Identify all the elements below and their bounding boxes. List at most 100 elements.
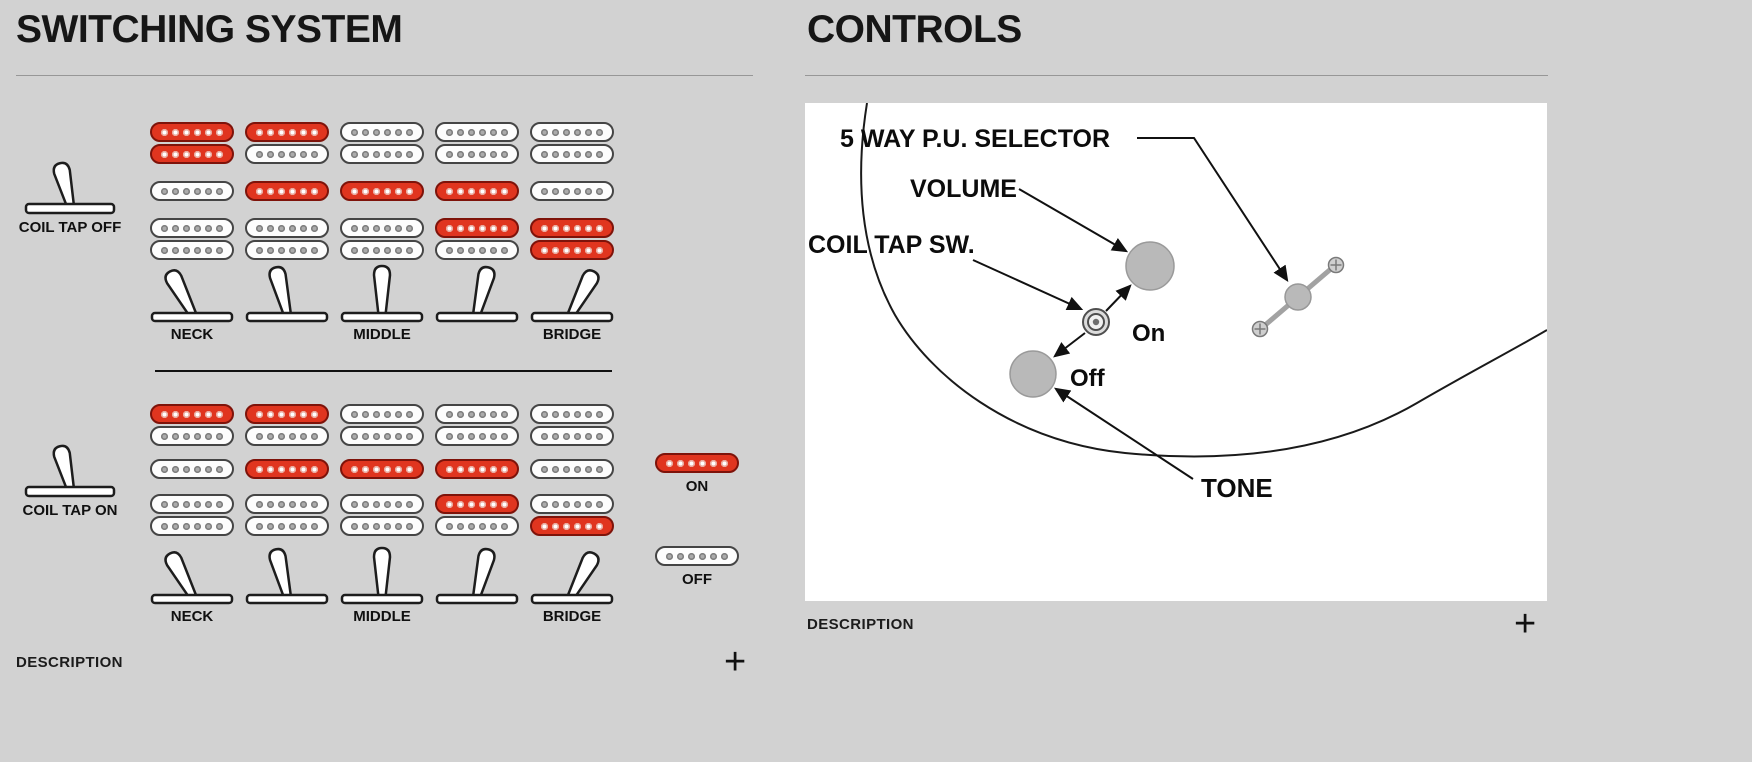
humbucker-pickup-neck (340, 404, 424, 446)
pole-piece-dot (490, 522, 497, 530)
pole-piece-dot (501, 150, 508, 158)
pole-piece-dot (172, 432, 179, 440)
pole-piece-dot (183, 187, 190, 195)
pole-piece-dot (446, 150, 453, 158)
pole-piece-dot (585, 465, 592, 473)
pole-piece-dot (468, 224, 475, 232)
pole-piece-dot (267, 500, 274, 508)
pole-piece-dot (194, 128, 201, 136)
pole-piece-dot (205, 224, 212, 232)
pole-piece-dot (351, 522, 358, 530)
pole-piece-dot (446, 465, 453, 473)
pole-piece-dot (688, 552, 695, 560)
pole-piece-dot (541, 522, 548, 530)
pole-piece-dot (256, 150, 263, 158)
pickup-coil-inactive (340, 516, 424, 536)
pole-piece-dot (362, 432, 369, 440)
pole-piece-dot (373, 150, 380, 158)
pole-piece-dot (256, 410, 263, 418)
controls-description-label: DESCRIPTION (807, 616, 914, 633)
pickup-coil-inactive (435, 426, 519, 446)
pole-piece-dot (596, 224, 603, 232)
guitar-body-outline (860, 102, 1548, 458)
pole-piece-dot (256, 500, 263, 508)
switching-description-label: DESCRIPTION (16, 654, 123, 671)
switch-lever-icon (530, 551, 614, 605)
pole-piece-dot (563, 150, 570, 158)
pickup-coil-inactive (435, 122, 519, 142)
pole-piece-dot (552, 432, 559, 440)
pickup-coil-inactive (435, 144, 519, 164)
pole-piece-dot (256, 246, 263, 254)
pole-piece-dot (362, 246, 369, 254)
pole-piece-dot (256, 224, 263, 232)
pickup-coil-active (150, 122, 234, 142)
pole-piece-dot (552, 187, 559, 195)
pole-piece-dot (205, 246, 212, 254)
pole-piece-dot (161, 465, 168, 473)
legend-on-label: ON (685, 478, 709, 495)
pole-piece-dot (311, 150, 318, 158)
pickup-coil-inactive (150, 426, 234, 446)
pole-piece-dot (596, 128, 603, 136)
pole-piece-dot (183, 500, 190, 508)
pole-piece-dot (395, 128, 402, 136)
pole-piece-dot (267, 187, 274, 195)
humbucker-pickup-bridge (435, 218, 519, 260)
pickup-coil-active (530, 240, 614, 260)
pickup-coil-active (435, 494, 519, 514)
pole-piece-dot (446, 187, 453, 195)
pole-piece-dot (446, 128, 453, 136)
position-label-middle: MIDDLE (353, 326, 411, 343)
pole-piece-dot (216, 150, 223, 158)
tone-arrow (1053, 387, 1194, 480)
pole-piece-dot (710, 459, 717, 467)
pole-piece-dot (351, 432, 358, 440)
pole-piece-dot (289, 224, 296, 232)
pickup-coil-active (340, 459, 424, 479)
pole-piece-dot (552, 150, 559, 158)
volume-label: VOLUME (910, 175, 1017, 203)
pole-piece-dot (552, 224, 559, 232)
pole-piece-dot (351, 465, 358, 473)
pole-piece-dot (194, 246, 201, 254)
humbucker-pickup-neck (150, 122, 234, 164)
selector-label: 5 WAY P.U. SELECTOR (840, 125, 1110, 153)
pole-piece-dot (289, 150, 296, 158)
controls-diagram: 5 WAY P.U. SELECTOR VOLUME COIL TAP SW. … (808, 102, 1548, 503)
pole-piece-dot (183, 224, 190, 232)
pole-piece-dot (406, 465, 413, 473)
pole-piece-dot (362, 150, 369, 158)
coil-tap-switch-knob (1082, 308, 1110, 336)
humbucker-pickup-bridge (245, 218, 329, 260)
pole-piece-dot (457, 410, 464, 418)
pole-piece-dot (395, 465, 402, 473)
pole-piece-dot (552, 465, 559, 473)
pole-piece-dot (205, 150, 212, 158)
pole-piece-dot (457, 150, 464, 158)
switching-expand-button[interactable]: + (724, 641, 747, 683)
pickup-coil-inactive (150, 459, 234, 479)
pole-piece-dot (457, 246, 464, 254)
pole-piece-dot (563, 465, 570, 473)
humbucker-pickup-bridge (530, 218, 614, 260)
pole-piece-dot (311, 522, 318, 530)
pole-piece-dot (596, 432, 603, 440)
humbucker-pickup-bridge (340, 218, 424, 260)
controls-expand-button[interactable]: + (1514, 603, 1537, 645)
pole-piece-dot (216, 522, 223, 530)
pole-piece-dot (501, 224, 508, 232)
pole-piece-dot (384, 410, 391, 418)
pole-piece-dot (490, 432, 497, 440)
pole-piece-dot (373, 128, 380, 136)
coil-tap-on-label: COIL TAP ON (22, 502, 118, 519)
pole-piece-dot (256, 128, 263, 136)
pole-piece-dot (194, 410, 201, 418)
pole-piece-dot (278, 410, 285, 418)
legend-off-label: OFF (682, 571, 712, 588)
pole-piece-dot (501, 128, 508, 136)
switch-lever-icon (435, 265, 519, 323)
pole-piece-dot (541, 500, 548, 508)
single-pickup-middle (245, 459, 329, 479)
pole-piece-dot (541, 187, 548, 195)
